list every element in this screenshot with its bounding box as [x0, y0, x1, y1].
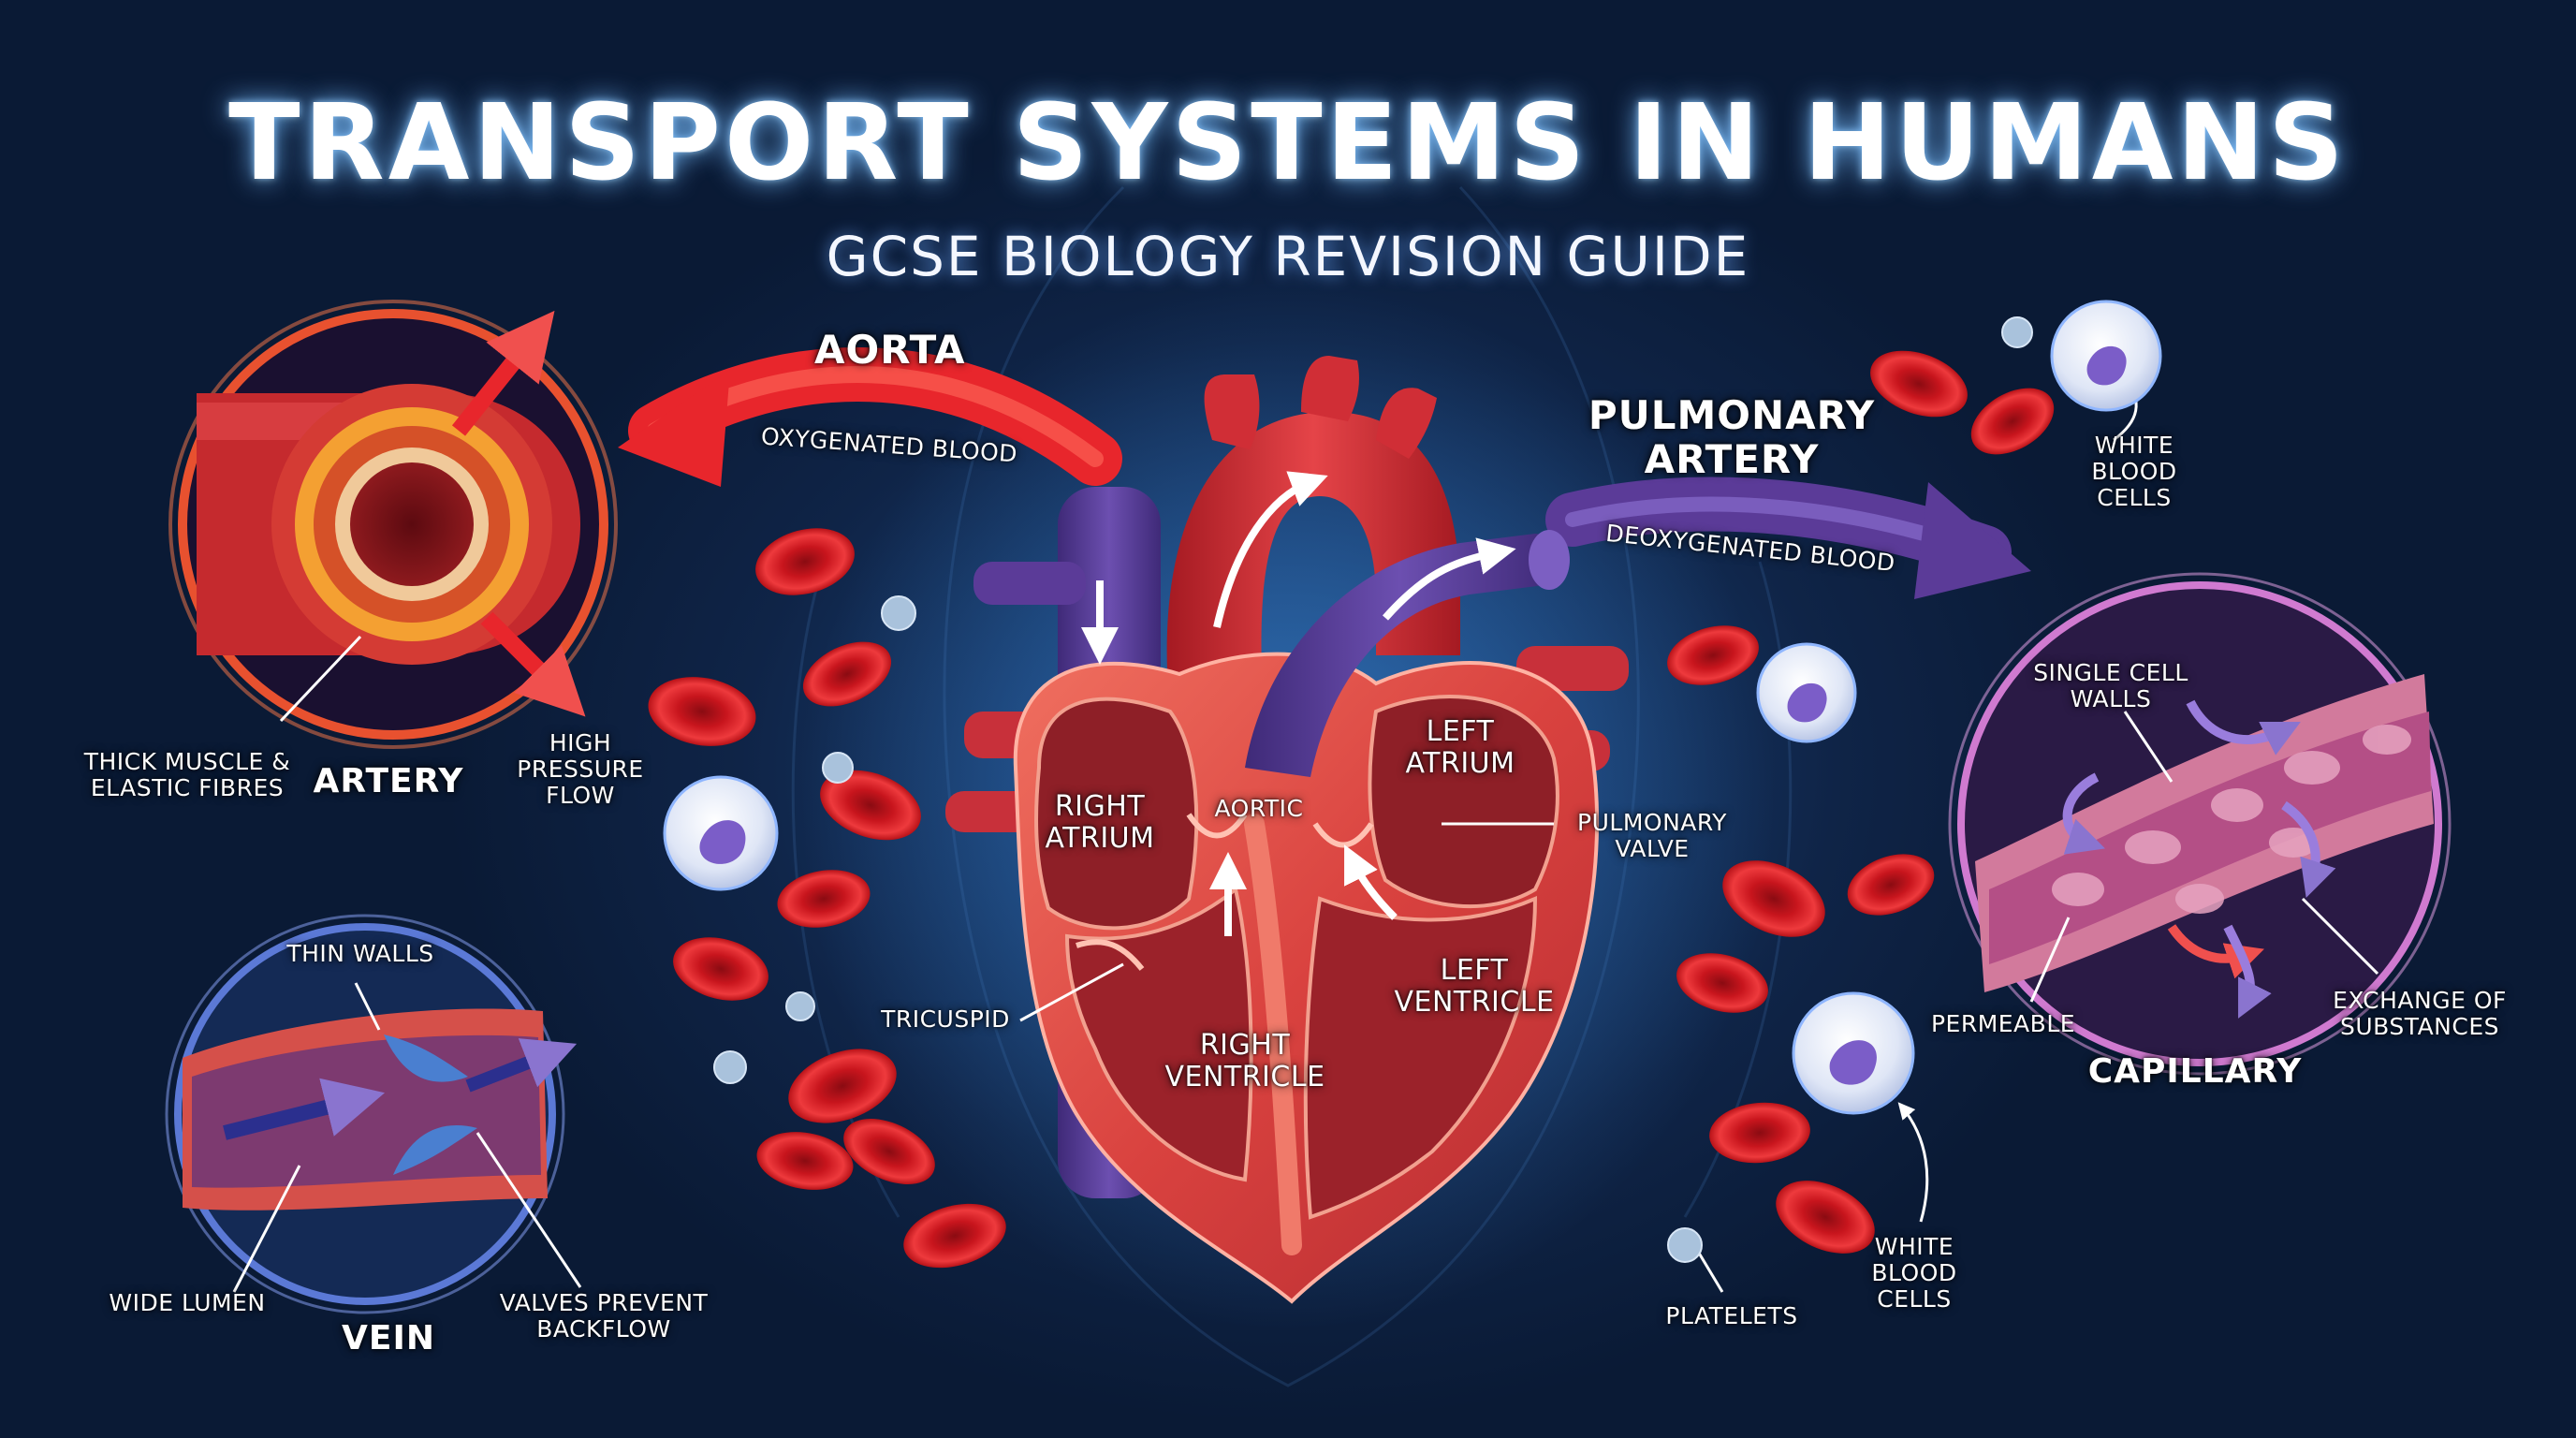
- left-ventricle-label-line2: VENTRICLE: [1394, 985, 1555, 1019]
- white-blood-cells-label-top-line1: WHITE: [2094, 432, 2174, 459]
- capillary-walls-label-line1: SINGLE CELL: [2033, 659, 2188, 686]
- aortic-valve-label: AORTIC: [1214, 795, 1304, 822]
- artery-wall-label: THICK MUSCLE & ELASTIC FIBRES: [75, 749, 300, 801]
- pulmonary-artery-vessel: [1245, 534, 1555, 777]
- vein-lumen-label: WIDE LUMEN: [109, 1289, 266, 1316]
- artery-wall-label-line2: ELASTIC FIBRES: [90, 774, 285, 801]
- artery-flow-label-line2: PRESSURE: [517, 756, 644, 783]
- artery-title: ARTERY: [313, 762, 464, 800]
- right-ventricle-label-line2: VENTRICLE: [1164, 1060, 1325, 1093]
- left-ventricle-label: LEFT VENTRICLE: [1381, 955, 1568, 1018]
- vein-valves-label-line1: VALVES PREVENT: [499, 1289, 709, 1316]
- pulmonary-valve-label: PULMONARY VALVE: [1559, 810, 1746, 862]
- aortic-arch: [1166, 412, 1460, 712]
- pulmonary-valve: [1312, 822, 1374, 848]
- right-atrium-label: RIGHT ATRIUM: [1030, 791, 1170, 854]
- right-ventricle-chamber: [1064, 886, 1253, 1182]
- platelets: [713, 316, 2033, 1263]
- white-blood-cells-label-bottom-line3: CELLS: [1877, 1285, 1952, 1313]
- white-blood-cells-label-top-line2: BLOOD: [2091, 458, 2177, 485]
- white-blood-cells: [663, 300, 2162, 1115]
- capillary-illustration: [1948, 572, 2452, 1076]
- page-title: TRANSPORT SYSTEMS IN HUMANS: [228, 82, 2348, 204]
- capillary-exchange-label-line1: EXCHANGE OF: [2333, 987, 2507, 1014]
- pulmonary-artery-arrow: [1545, 477, 2031, 599]
- artery-flow-label: HIGH PRESSURE FLOW: [505, 730, 655, 809]
- right-atrium-chamber: [1034, 697, 1199, 931]
- pulmonary-artery-label: PULMONARY ARTERY: [1582, 393, 1881, 481]
- white-blood-cells-label-top: WHITE BLOOD CELLS: [2078, 433, 2190, 511]
- pulmonary-valve-label-line2: VALVE: [1615, 835, 1690, 862]
- right-ventricle-label: RIGHT VENTRICLE: [1151, 1030, 1339, 1093]
- aorta-arrow: [618, 347, 1122, 487]
- platelets-label: PLATELETS: [1665, 1302, 1798, 1329]
- pulmonary-valve-label-line1: PULMONARY: [1577, 809, 1727, 836]
- vein-valves-label-line2: BACKFLOW: [536, 1315, 671, 1343]
- vein-valves-label: VALVES PREVENT BACKFLOW: [487, 1290, 721, 1343]
- pulmonary-artery-label-line2: ARTERY: [1644, 436, 1820, 483]
- vein-title: VEIN: [342, 1319, 435, 1357]
- capillary-exchange-label: EXCHANGE OF SUBSTANCES: [2317, 988, 2523, 1040]
- white-blood-cells-label-top-line3: CELLS: [2097, 484, 2172, 511]
- tricuspid-valve-label: TRICUSPID: [881, 1005, 1010, 1033]
- white-blood-cells-label-bottom: WHITE BLOOD CELLS: [1858, 1234, 1970, 1313]
- artery-illustration: [168, 300, 618, 749]
- artery-flow-label-line1: HIGH: [549, 729, 612, 756]
- artery-wall-label-line1: THICK MUSCLE &: [83, 748, 291, 775]
- right-atrium-label-line2: ATRIUM: [1045, 821, 1155, 855]
- page-subtitle: GCSE BIOLOGY REVISION GUIDE: [826, 225, 1750, 288]
- capillary-title: CAPILLARY: [2087, 1052, 2303, 1091]
- aortic-valve: [1186, 813, 1248, 839]
- white-blood-cells-label-bottom-line1: WHITE: [1874, 1233, 1954, 1260]
- aorta-label: AORTA: [814, 327, 966, 373]
- red-blood-cells: [648, 350, 2055, 1269]
- capillary-walls-label: SINGLE CELL WALLS: [2012, 660, 2209, 712]
- tricuspid-valve: [1076, 939, 1145, 971]
- left-ventricle-chamber: [1303, 895, 1538, 1220]
- vein-walls-label: THIN WALLS: [286, 940, 434, 967]
- capillary-permeable-label: PERMEABLE: [1930, 1010, 2076, 1037]
- left-atrium-label-line2: ATRIUM: [1405, 746, 1515, 780]
- left-atrium-label: LEFT ATRIUM: [1390, 716, 1530, 779]
- white-blood-cells-label-bottom-line2: BLOOD: [1871, 1259, 1957, 1286]
- left-atrium-label-line1: LEFT: [1426, 715, 1495, 748]
- capillary-exchange-label-line2: SUBSTANCES: [2339, 1013, 2499, 1040]
- vein-illustration: [165, 914, 578, 1314]
- capillary-walls-label-line2: WALLS: [2070, 685, 2152, 712]
- right-ventricle-label-line1: RIGHT: [1199, 1029, 1291, 1062]
- pulmonary-artery-label-line1: PULMONARY: [1588, 392, 1876, 438]
- left-ventricle-label-line1: LEFT: [1440, 954, 1509, 987]
- left-atrium-chamber: [1368, 695, 1559, 909]
- artery-flow-label-line3: FLOW: [546, 782, 615, 809]
- heart-illustration: [945, 356, 1629, 1304]
- right-atrium-label-line1: RIGHT: [1054, 790, 1146, 823]
